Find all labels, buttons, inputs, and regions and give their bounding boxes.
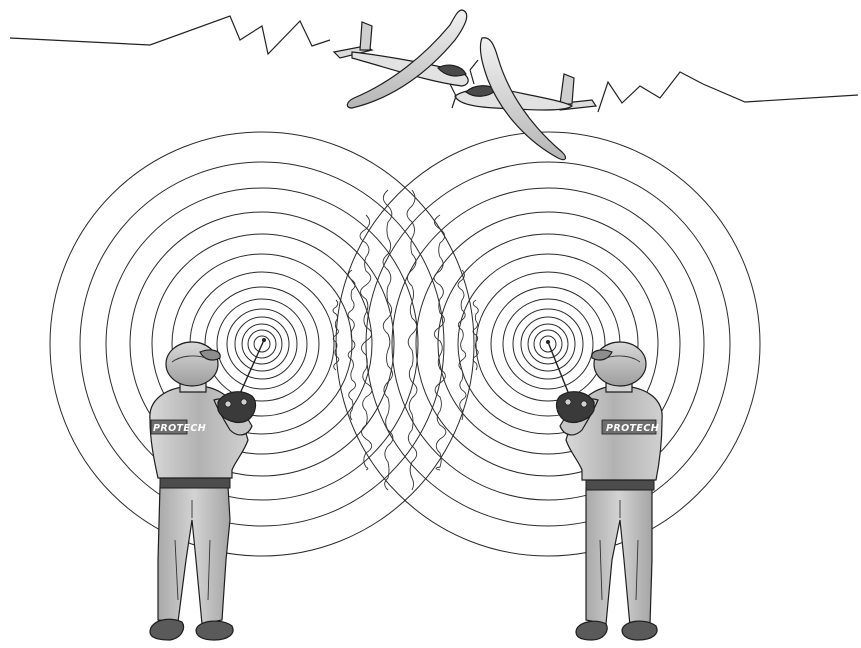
radio-transmitter-icon	[557, 392, 594, 423]
jacket-label-right: PROTECH	[606, 423, 659, 434]
airplane-icon	[334, 10, 478, 108]
horizon-line-left	[10, 16, 330, 54]
pilot-head	[166, 342, 218, 386]
interference-squiggle	[458, 270, 466, 420]
pilot-right: PROTECH	[546, 340, 662, 640]
interference-zone	[333, 190, 478, 490]
radio-transmitter-icon	[218, 392, 255, 423]
pilot-head	[594, 342, 646, 386]
horizon-line-right	[598, 72, 858, 112]
airplane-icon	[450, 38, 596, 160]
pilot-left: PROTECH	[150, 338, 266, 640]
interference-wave-inner-left	[383, 190, 393, 490]
interference-wave-inner-right	[407, 190, 417, 490]
jacket-label-left: PROTECH	[153, 423, 206, 434]
